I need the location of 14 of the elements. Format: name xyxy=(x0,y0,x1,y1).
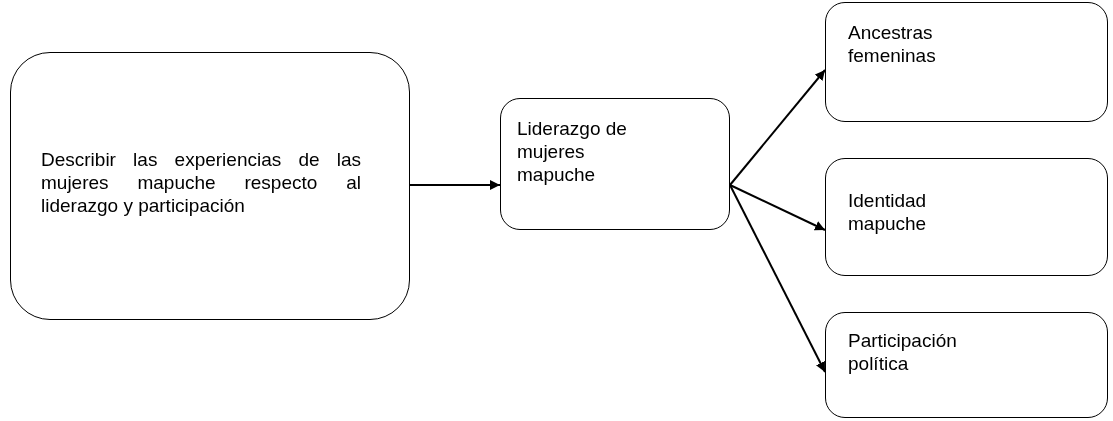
rounded-box xyxy=(10,52,410,320)
rounded-box xyxy=(825,312,1108,418)
arrow xyxy=(729,184,826,231)
arrow xyxy=(729,69,826,186)
rounded-box xyxy=(500,98,730,230)
node-text: Participación política xyxy=(848,329,958,375)
arrow xyxy=(409,180,501,190)
node-text: Ancestras femeninas xyxy=(848,21,937,67)
node-text: Identidad mapuche xyxy=(848,189,928,235)
arrow xyxy=(729,184,826,373)
node-text: Describir las experiencias de las mujeres mapuche respecto al liderazgo y participación xyxy=(41,148,361,217)
rounded-box xyxy=(825,2,1108,122)
rounded-box xyxy=(825,158,1108,276)
node-text: Liderazgo de mujeres mapuche xyxy=(517,117,628,186)
